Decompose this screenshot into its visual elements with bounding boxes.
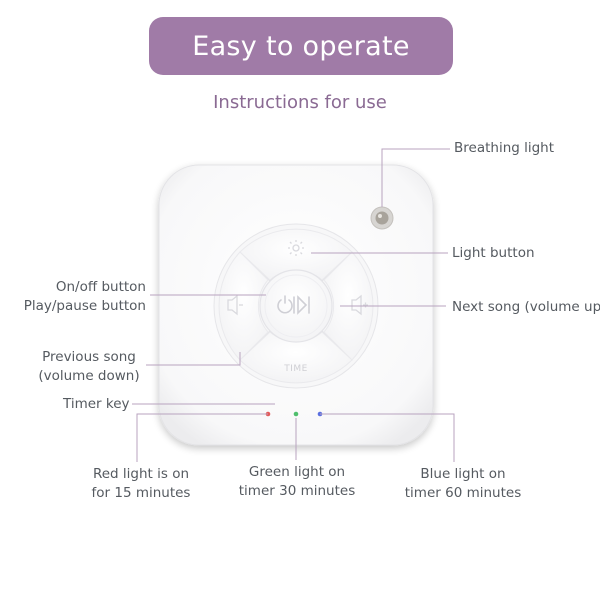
label-light-button: Light button: [452, 245, 535, 261]
onoff-play-pause-button[interactable]: [259, 269, 333, 343]
volume-up-icon: [351, 294, 368, 316]
leader-lines: [132, 148, 455, 462]
label-red-light: Red light is on for 15 minutes: [66, 465, 216, 503]
label-breathing-light: Breathing light: [454, 140, 555, 156]
label-previous-song: Previous song (volume down): [34, 348, 144, 386]
label-onoff-button: On/off button Play/pause button: [24, 278, 146, 316]
subtitle: Instructions for use: [213, 92, 387, 113]
label-timer-key: Timer key: [63, 396, 130, 412]
label-green-line1: Green light on: [248, 464, 346, 480]
label-blue-line1: Blue light on: [420, 466, 506, 482]
title-text: Easy to operate: [192, 30, 410, 62]
title-banner: Easy to operate: [149, 17, 453, 75]
timer-button-text: TIME: [283, 364, 308, 374]
label-green-line2: timer 30 minutes: [238, 483, 356, 499]
label-onoff-line2: Play/pause button: [23, 298, 146, 314]
power-play-pause-icon: [277, 295, 310, 315]
label-prev-line2: (volume down): [38, 368, 140, 384]
label-blue-line2: timer 60 minutes: [404, 485, 522, 501]
green-led: [293, 411, 299, 417]
light-icon: [288, 240, 304, 256]
volume-down-icon: [227, 294, 243, 316]
label-blue-light: Blue light on timer 60 minutes: [388, 465, 538, 503]
label-red-line2: for 15 minutes: [91, 485, 191, 501]
breathing-light-sensor: [370, 206, 394, 230]
label-prev-line1: Previous song: [42, 349, 136, 365]
label-red-line1: Red light is on: [92, 466, 190, 482]
label-next-song: Next song (volume up): [452, 299, 600, 315]
previous-song-button[interactable]: [218, 251, 269, 361]
label-green-light: Green light on timer 30 minutes: [222, 463, 372, 501]
label-onoff-line1: On/off button: [55, 279, 146, 295]
